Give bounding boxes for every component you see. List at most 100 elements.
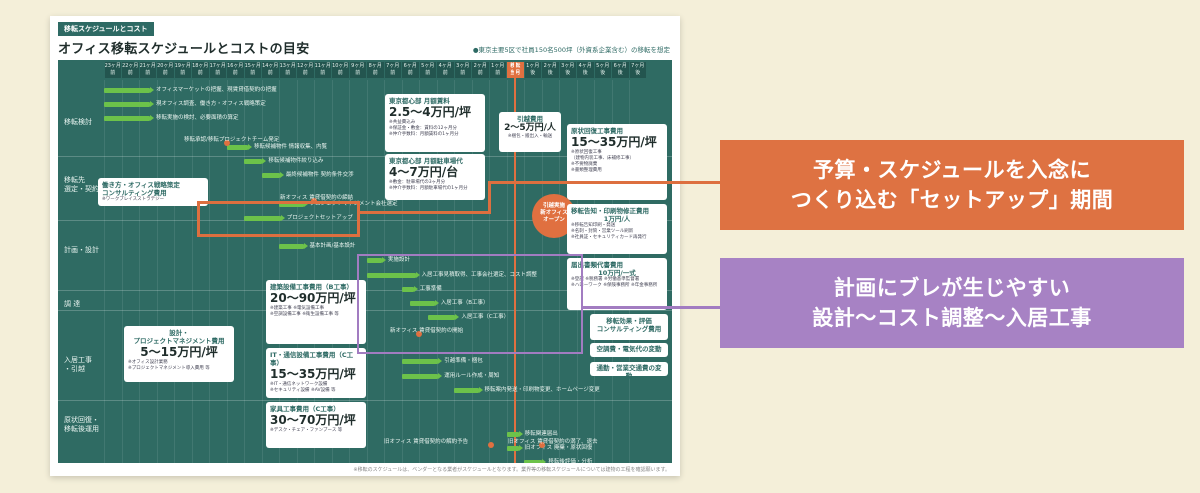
timeline-gridline (244, 80, 245, 463)
document-title: オフィス移転スケジュールとコストの目安 (58, 42, 310, 57)
box-value: 2〜5万円/人 (504, 123, 556, 133)
task-bar (279, 243, 307, 250)
box-detail: ※移転告知印刷・発送 (571, 223, 616, 228)
timeline-header-cell: 16ヶ月前 (227, 62, 244, 78)
phase-separator (58, 156, 672, 157)
timeline-header-cell: 2ヶ月前 (472, 62, 489, 78)
moving-cost-box: 引越費用 2〜5万円/人 ※梱包・搬出入・輸送 (499, 112, 561, 152)
timeline-gridline (331, 80, 333, 463)
box-title: 引越費用 (517, 115, 543, 123)
task-bar (506, 431, 524, 437)
setup-highlight-frame (197, 201, 360, 237)
timeline-header-top: 23ヶ月 (104, 63, 121, 69)
box-detail: ※仲介手数料：月額賃料の1ヶ月分 (389, 132, 459, 137)
timeline-header-cell: 9ヶ月前 (349, 62, 366, 78)
timeline-header-top: 16ヶ月 (227, 63, 244, 69)
task-label: 入居工事見積取得、工事会社選定、コスト調整 (421, 271, 538, 278)
orange-connector (488, 181, 720, 184)
parking-cost-box: 東京都心部 月額駐車場代 4〜7万円/台 ※敷金：駐車場代の3ヶ月分 ※仲介手数… (385, 154, 485, 200)
box-value: 5〜15万円/坪 (140, 345, 218, 359)
task-label: 最終候補物件 契約条件交渉 (285, 172, 354, 179)
box-detail: ※敷金：駐車場代の3ヶ月分 (389, 180, 446, 185)
timeline-header-cell: 1ヶ月後 (524, 62, 541, 78)
timeline-header-bottom: 後 (530, 70, 536, 76)
timeline-gridline (156, 80, 158, 463)
box-detail: ※セキュリティ設備 ※AV設備 等 (270, 388, 336, 393)
timeline-header-cell: 8ヶ月前 (367, 62, 384, 78)
timeline-gridline (314, 80, 315, 463)
task-bar (244, 214, 285, 221)
task-bar (104, 115, 154, 122)
timeline-gridline (279, 80, 280, 463)
timeline-header-bottom: 後 (547, 70, 553, 76)
timeline-header-bottom: 前 (180, 70, 186, 76)
timeline-header-cell: 7ヶ月前 (384, 62, 401, 78)
timeline-header-top: 18ヶ月 (192, 63, 209, 69)
milestone-dot (223, 140, 230, 146)
timeline-gridline (139, 80, 140, 463)
circle-line: 引越実施 (542, 203, 565, 209)
box-title: 移転告知・印刷物修正費用 (571, 207, 649, 215)
timeline-header-top: 7ヶ月 (386, 63, 400, 69)
timeline-header-top: 3ヶ月 (561, 63, 575, 69)
box-title: 10万円/一式 (598, 269, 636, 277)
timeline-header-top: 6ヶ月 (403, 63, 417, 69)
box-detail: ※登記 ※税務署 ※労働基準監督署 (571, 277, 640, 282)
evaluation-cost-box: 移転効果・評価 コンサルティング費用 (590, 314, 668, 340)
box-title: コンサルティング費用 (596, 325, 662, 333)
task-bar (104, 101, 154, 108)
timeline-header-bottom: 前 (145, 70, 151, 76)
timeline-header-cell: 4ヶ月後 (577, 62, 594, 78)
timeline-header-top: 9ヶ月 (351, 63, 365, 69)
milestone-label: 新オフィス 賃貸借契約の開始 (390, 328, 464, 334)
milestone-dot (538, 442, 545, 448)
milestone-label: 新オフィス 賃貸借契約の締結 (280, 195, 354, 201)
timeline-header-cell: 18ヶ月前 (192, 62, 209, 78)
box-title: 届出書類代書費用 (571, 261, 623, 269)
filing-cost-box: 届出書類代書費用 10万円/一式 ※登記 ※税務署 ※労働基準監督署 ※ハローワ… (567, 258, 667, 310)
task-bar (401, 285, 419, 292)
timeline-header-cell: 10ヶ月前 (332, 62, 349, 78)
box-title: 働き方・オフィス戦略策定 (102, 181, 180, 189)
box-value: 30〜70万円/坪 (270, 413, 356, 427)
timeline-header-cell: 22ヶ月前 (122, 62, 139, 78)
task-label: 入居工事（B工事） (440, 300, 489, 306)
timeline-header-cell: 1ヶ月前 (489, 62, 506, 78)
box-title: コンサルティング費用 (102, 189, 167, 197)
box-title: プロジェクトマネジメント費用 (133, 337, 225, 345)
timeline-header-bottom: 前 (267, 70, 273, 76)
timeline-header-top: 15ヶ月 (244, 63, 261, 69)
box-detail: ※オフィス設計業務 (128, 360, 168, 365)
pm-cost-box: 設計・ プロジェクトマネジメント費用 5〜15万円/坪 ※オフィス設計業務 ※プ… (124, 326, 234, 382)
callout-line: 予算・スケジュールを入念に (812, 158, 1092, 182)
timeline-header-bottom: 前 (197, 70, 203, 76)
task-bar (366, 271, 420, 278)
timeline-header-top: 5ヶ月 (596, 63, 610, 69)
callout-line: 計画にブレが生じやすい (833, 276, 1071, 300)
timeline-header-top: 14ヶ月 (262, 63, 279, 69)
task-bar (261, 172, 285, 179)
furniture-cost-box: 家具工事費用（C工事） 30〜70万円/坪 ※デスク・チェア・ファンブース 等 (266, 402, 366, 448)
timeline-header-top: 3ヶ月 (456, 63, 470, 69)
timeline-gridline (489, 80, 490, 463)
timeline-header-top: 19ヶ月 (174, 63, 191, 69)
box-title: 家具工事費用（C工事） (270, 405, 340, 413)
timeline-header-cell: 17ヶ月前 (209, 62, 226, 78)
box-title: 設計・ (169, 329, 189, 337)
timeline-header-bottom: 前 (495, 70, 501, 76)
milestone-label: 移転承認/移転プロジェクトチーム発足 (184, 137, 280, 143)
box-detail: ※書類整理費用 (571, 168, 602, 173)
task-label: 移転候補物件絞り込み (268, 158, 324, 164)
design-callout: 計画にブレが生じやすい 設計〜コスト調整〜入居工事 (720, 258, 1184, 348)
timeline-header-bottom: 前 (477, 70, 483, 76)
box-title: 空調費・電気代の変動 (596, 345, 662, 353)
box-title: 1万円/人 (603, 215, 631, 223)
task-bar (366, 257, 387, 264)
timeline-header-bottom: 後 (582, 70, 588, 76)
timeline-gridline (401, 80, 403, 463)
phase-label-kentou: 移転検討 (64, 118, 92, 126)
schedule-document: 移転スケジュールとコスト オフィス移転スケジュールとコストの目安 ●東京主要5区… (50, 16, 680, 476)
task-label: 移転後評価・分析 (548, 459, 593, 463)
task-bar (401, 372, 442, 379)
task-label: 入居工事（C工事） (461, 314, 510, 321)
